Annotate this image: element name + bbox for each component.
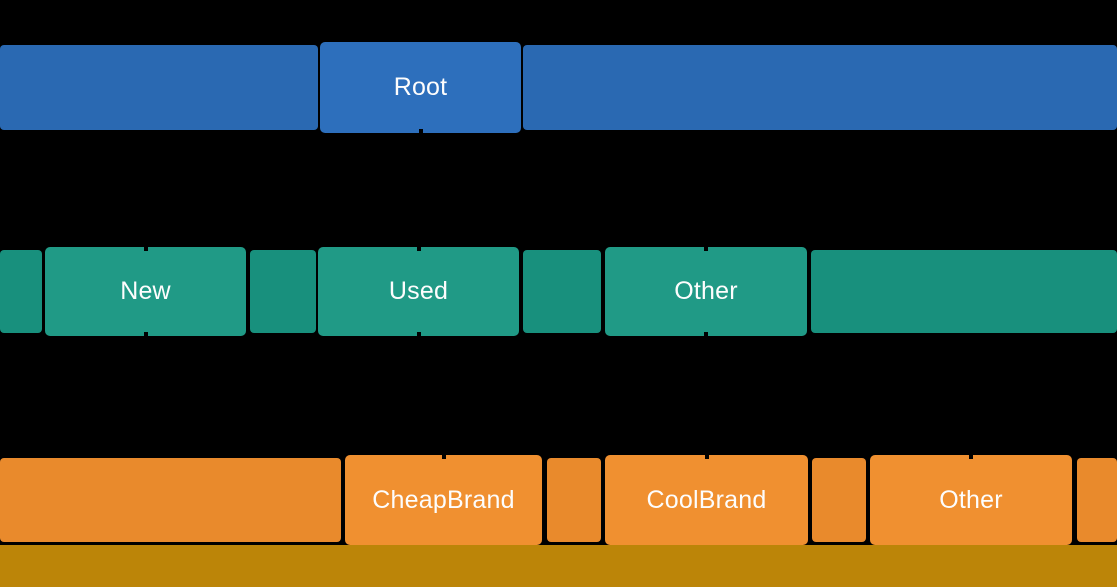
node-label: New	[120, 277, 171, 305]
node-other-level-3[interactable]: Other	[870, 455, 1072, 545]
row-level-3-band-segment	[0, 458, 341, 542]
connector-stub	[418, 129, 423, 133]
row-level-2-band-segment	[250, 250, 316, 333]
connector-stub	[416, 247, 421, 251]
level-4-band	[0, 545, 1117, 587]
node-other-level-2[interactable]: Other	[605, 247, 807, 336]
connector-stub	[704, 247, 708, 251]
row-level-2-band-segment	[811, 250, 1117, 333]
row-level-3-band-segment	[812, 458, 866, 542]
row-level-2-band-segment	[523, 250, 601, 333]
node-new[interactable]: New	[45, 247, 246, 336]
node-coolbrand[interactable]: CoolBrand	[605, 455, 808, 545]
connector-stub	[416, 332, 421, 336]
row-level-3-band-segment	[1077, 458, 1117, 542]
node-label: Other	[674, 277, 738, 305]
row-level-2-band-segment	[0, 250, 42, 333]
node-label: Root	[393, 73, 448, 101]
row-level-1-band-segment	[523, 45, 1117, 130]
node-label: Other	[939, 485, 1003, 514]
node-label: CoolBrand	[646, 485, 767, 514]
node-label: Used	[388, 277, 449, 305]
row-level-3-band-segment	[547, 458, 601, 542]
connector-stub	[143, 247, 148, 251]
connector-stub	[441, 455, 446, 459]
connector-stub	[143, 332, 148, 336]
connector-stub	[969, 455, 973, 459]
row-level-1-band-segment	[0, 45, 318, 130]
connector-stub	[704, 332, 708, 336]
node-cheapbrand[interactable]: CheapBrand	[345, 455, 542, 545]
connector-stub	[704, 455, 709, 459]
node-used[interactable]: Used	[318, 247, 519, 336]
node-label: CheapBrand	[372, 485, 515, 514]
node-root[interactable]: Root	[320, 42, 521, 133]
